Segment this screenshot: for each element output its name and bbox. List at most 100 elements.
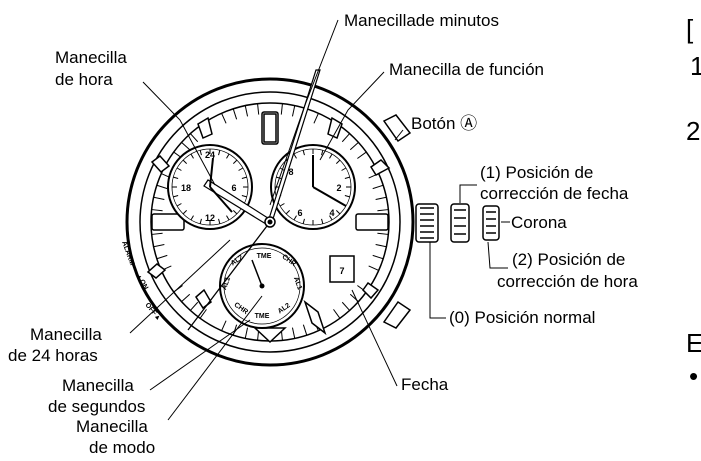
button-a [382,114,412,143]
tick-mark [176,167,182,171]
tick-mark [173,176,179,179]
tick-mark [377,232,389,235]
tick-mark [199,309,207,319]
date-window: 7 [329,255,355,283]
mode-al1-right: AL1 [292,276,303,291]
label-date: Fecha [401,375,449,394]
label-pos1-2: corrección de fecha [480,184,629,203]
tick-mark [181,293,191,302]
tick-mark [176,203,182,207]
tick-mark [302,150,305,156]
tick-mark [344,176,350,179]
right-sub-2: 2 [336,183,341,193]
label-button-a: Botón Ⓐ [411,114,477,133]
crown-and-buttons [382,114,500,329]
mode-al1-left: AL1 [221,276,232,291]
tick-mark [349,142,359,151]
label-function-hand: Manecilla de función [389,60,544,79]
tick-mark [341,167,347,171]
edge-bracket: [ [686,14,694,44]
tick-mark [329,153,333,159]
tick-mark [151,232,163,235]
tick-mark [241,176,247,179]
tick-mark [244,327,249,339]
tick-mark [173,195,179,198]
label-pos0: (0) Posición normal [449,308,595,327]
label-24h-1: Manecilla [30,325,102,344]
tick-mark [156,184,168,190]
tick-mark [321,218,324,224]
tick-mark [190,133,199,143]
tick-mark [341,301,350,311]
tick-mark [276,176,282,179]
tick-mark [341,133,350,143]
mode-tme-top: TME [257,253,272,260]
tick-mark [291,105,296,117]
tick-mark [279,203,285,207]
tick-mark [232,159,238,165]
label-minute-hand: Manecillade minutos [344,11,499,30]
right-sub-8: 8 [288,167,293,177]
tick-mark [190,215,194,221]
edge-e: E [686,328,701,358]
tick-mark [302,324,308,336]
tick-mark [221,320,227,331]
right-sub-6: 6 [297,208,302,218]
crown-pos2 [482,205,500,241]
edge-bullet: • [689,361,698,391]
tick-mark [226,153,230,159]
tick-mark [257,103,260,115]
label-hour-hand-1: Manecilla [55,48,127,67]
tick-mark [232,209,238,215]
tick-mark [182,159,188,165]
leader-lines [129,19,510,421]
label-mode-2: de modo [89,438,155,457]
tick-mark [199,218,202,224]
tick-mark [153,196,165,201]
date-number: 7 [339,266,344,276]
label-24h-2: de 24 horas [8,346,98,365]
tick-mark [321,150,324,156]
edge-glyphs: [ 1 2 E • [686,14,701,391]
tick-mark [181,142,191,151]
crown-pos0 [415,203,439,243]
tick-mark [293,215,297,221]
tick-mark [335,209,341,215]
tick-mark [333,309,341,319]
tick-mark [302,218,305,224]
label-pos2-1: (2) Posición de [512,250,625,269]
label-mode-1: Manecilla [76,417,148,436]
tick-mark [218,150,221,156]
tick-mark [280,103,283,115]
tick-mark [244,105,249,117]
tick-mark [335,159,341,165]
tick-mark [285,209,291,215]
label-pos2-2: corrección de hora [497,272,638,291]
tick-mark [190,153,194,159]
tick-mark [151,209,163,212]
label-crown: Corona [511,213,567,232]
tick-mark [313,113,319,124]
label-seconds-1: Manecilla [62,376,134,395]
left-sub-6: 6 [231,183,236,193]
tick-mark [375,196,387,201]
tick-mark [377,209,389,212]
tick-mark [372,254,384,260]
tick-mark [218,218,221,224]
tick-mark [190,301,199,311]
watch-hands [187,69,347,331]
sub-dial-mode: TME CHR AL2 AL1 AL1 TME CHR AL2 [219,243,305,329]
tick-mark [291,327,296,339]
tick-mark [329,215,333,221]
tick-mark [153,243,165,248]
edge-two: 2 [686,116,700,146]
hour-markers [146,111,391,344]
tick-mark [357,151,367,159]
tick-mark [372,184,384,190]
tick-mark [226,215,230,221]
right-sub-4: 4 [329,208,334,218]
edge-one: 1 [690,51,701,81]
tick-mark [241,195,247,198]
left-sub-18: 18 [181,183,191,193]
